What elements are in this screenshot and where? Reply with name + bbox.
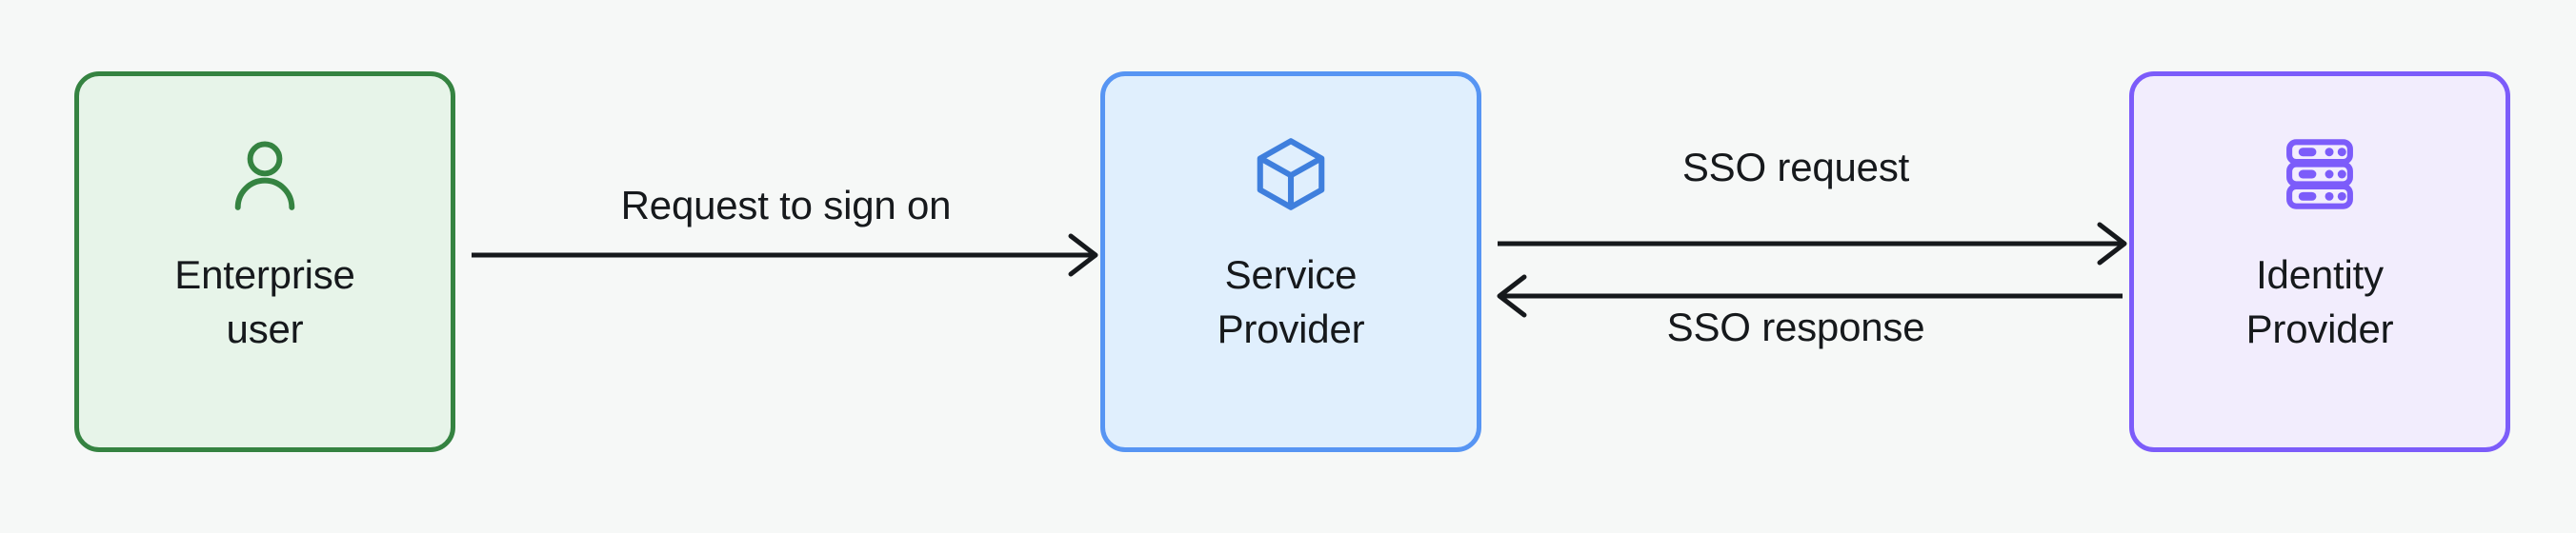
- node-label-identity-provider: Identity Provider: [2245, 252, 2394, 351]
- arrow-request-to-sign-on: [472, 233, 1098, 277]
- arrow-sso-request: [1498, 222, 2127, 266]
- edge-label-sso-response: SSO response: [1666, 305, 1925, 349]
- server-rack-icon: [2286, 139, 2353, 209]
- node-enterprise-user[interactable]: Enterprise user: [74, 71, 455, 452]
- cube-icon: [1257, 138, 1325, 210]
- node-service-provider[interactable]: Service Provider: [1100, 71, 1481, 452]
- node-label-service-provider: Service Provider: [1217, 252, 1365, 351]
- node-identity-provider[interactable]: Identity Provider: [2129, 71, 2510, 452]
- node-label-enterprise-user: Enterprise user: [174, 252, 355, 351]
- user-icon: [234, 141, 295, 210]
- edge-label-sso-request: SSO request: [1681, 145, 1910, 189]
- edge-label-request-to-sign-on: Request to sign on: [620, 183, 952, 227]
